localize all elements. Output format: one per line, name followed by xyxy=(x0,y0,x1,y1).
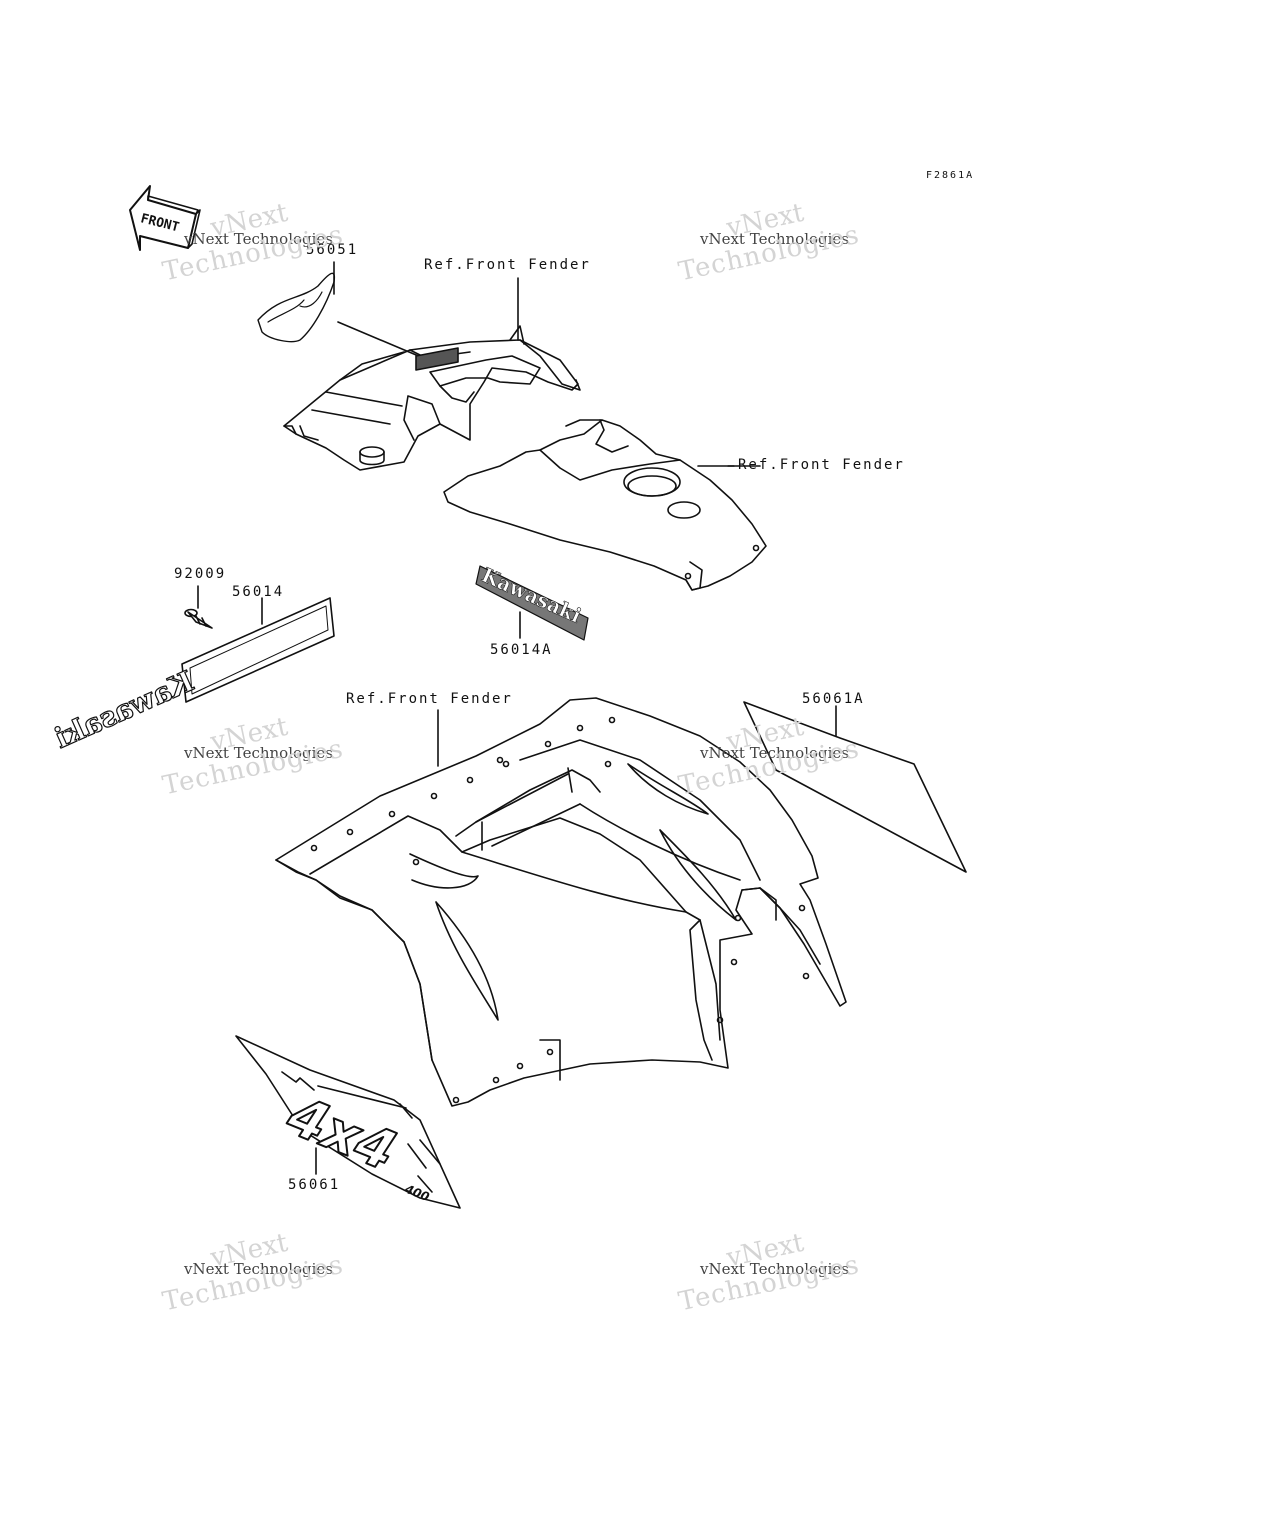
figure-code: F2861A xyxy=(926,170,975,181)
side-decal-right xyxy=(743,701,967,873)
kawasaki-mirror-text: Kawasaki xyxy=(50,664,199,755)
part-56014-label: 56014 xyxy=(232,584,285,600)
part-92009-label: 92009 xyxy=(174,566,227,582)
kawasaki-plain-decal: Kawasaki xyxy=(475,562,589,641)
middle-fender-part xyxy=(443,419,767,591)
kawasaki-plain-text: Kawasaki xyxy=(478,563,585,628)
front-arrow-icon: FRONT xyxy=(129,185,201,251)
prairie-script-decal xyxy=(257,261,429,361)
rear-fender-part xyxy=(275,697,847,1107)
kawasaki-mirror-decal: Kawasaki xyxy=(49,585,335,755)
part-56051-label: 56051 xyxy=(306,242,359,258)
ref-front-fender-label-bottom: Ref.Front Fender xyxy=(346,691,513,707)
decal-400-text: 400 xyxy=(402,1181,431,1204)
side-decal-4x4: 4x4 400 xyxy=(235,1035,461,1209)
ref-front-fender-label-top: Ref.Front Fender xyxy=(424,257,591,273)
upper-fender-part xyxy=(283,325,581,471)
decal-4x4-text: 4x4 xyxy=(278,1083,405,1183)
ref-front-fender-label-mid: Ref.Front Fender xyxy=(738,457,905,473)
part-56014A-label: 56014A xyxy=(490,642,553,658)
screw-icon xyxy=(184,608,213,629)
part-56061A-label: 56061A xyxy=(802,691,865,707)
part-56061-label: 56061 xyxy=(288,1177,341,1193)
